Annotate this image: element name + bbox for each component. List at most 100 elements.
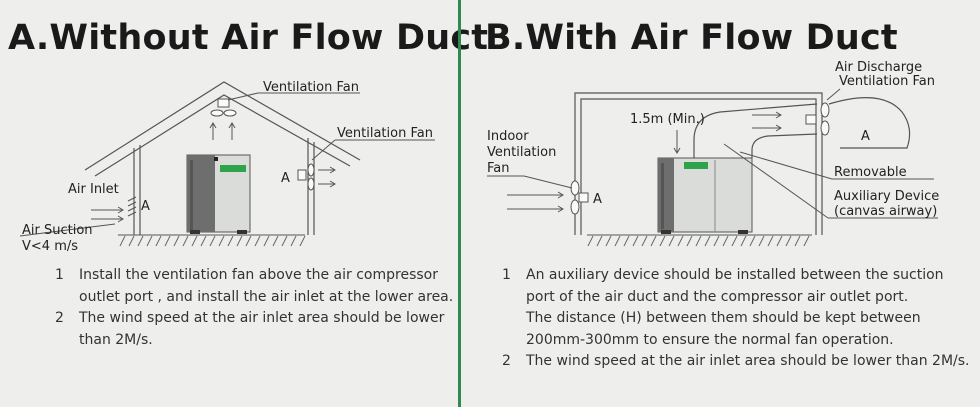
label-indoor: Indoor [487,129,529,144]
hatch-mark [659,235,666,247]
note-line: outlet port , and install the air inlet … [79,288,454,305]
note-line: The wind speed at the air inlet area sho… [526,353,970,369]
hatch-mark [641,235,648,247]
leader-auxiliary [723,143,829,219]
hatch-mark [677,235,684,247]
label-air-inlet: Air Inlet [68,182,119,197]
note-number: 2 [55,310,64,326]
hatch-mark [650,235,657,247]
label-min-distance: 1.5m (Min.) [630,112,705,127]
hatch-mark [218,235,225,247]
marker-a-indoor: A [593,192,602,207]
indoor-fan-icon [570,180,589,215]
marker-a-inlet: A [141,199,150,214]
hatch-mark [245,235,252,247]
note-number: 1 [55,267,64,283]
leader-side-fan [311,139,336,161]
discharge-outlet-duct [828,97,911,149]
duct-airflow-arrows [752,111,782,132]
brand-badge [220,165,246,172]
label-air-discharge-fan: Ventilation Fan [839,74,935,89]
label-auxiliary-device: Auxiliary Device [834,189,939,204]
note-line: port of the air duct and the compressor … [526,288,909,305]
hatch-mark [272,235,279,247]
hatch-mark [776,235,783,247]
ground-hatch-marks [587,235,810,247]
brand-badge [684,162,708,169]
diagram-without-duct: Ventilation Fan Ventilation Fan A [19,80,435,254]
panel-without-duct: A.Without Air Flow Duct Ventilation F [0,0,488,407]
note-line: than 2M/s. [79,331,153,348]
note-item: 2 The wind speed at the air inlet area s… [55,308,455,351]
label-ventilation-fan-side: Ventilation Fan [337,126,433,141]
hatch-mark [263,235,270,247]
hatch-mark [605,235,612,247]
label-indoor-ventilation: Ventilation [487,145,556,160]
hatch-mark [146,235,153,247]
air-compressor [186,154,251,234]
note-line: An auxiliary device should be installed … [526,267,944,283]
hatch-mark [794,235,801,247]
room-walls [574,92,823,235]
side-fan-icon [297,163,315,191]
leader-discharge-fan [826,88,841,101]
label-ventilation-fan-top: Ventilation Fan [263,80,359,95]
leader-indoor-fan [523,175,573,189]
air-inlet-grille-icon [127,196,137,217]
inlet-airflow-arrows [91,206,124,223]
note-line: The wind speed at the air inlet area sho… [79,310,445,326]
hatch-mark [191,235,198,247]
label-air-suction: Air Suction [22,223,93,238]
hatch-mark [137,235,144,247]
distance-arrow [673,130,681,154]
panel-b-title: B.With Air Flow Duct [485,18,898,58]
hatch-mark [254,235,261,247]
hatch-mark [803,235,810,247]
label-air-discharge: Air Discharge [835,60,922,75]
hatch-mark [767,235,774,247]
hatch-mark [731,235,738,247]
note-item: 2 The wind speed at the air inlet area s… [502,351,978,373]
hatch-mark [695,235,702,247]
leader-top-fan [227,92,259,101]
hatch-mark [164,235,171,247]
hatch-mark [614,235,621,247]
hatch-mark [596,235,603,247]
hatch-mark [209,235,216,247]
hatch-mark [299,235,306,247]
hatch-mark [587,235,594,247]
hatch-mark [173,235,180,247]
hatch-mark [623,235,630,247]
leader-removable [739,151,833,180]
hatch-mark [740,235,747,247]
marker-a-duct: A [861,129,870,144]
hatch-mark [236,235,243,247]
hatch-mark [281,235,288,247]
hatch-mark [290,235,297,247]
hatch-mark [200,235,207,247]
roof-fan-icon [210,98,237,117]
discharge-fan-icon [805,102,830,136]
panel-a-notes: 1 Install the ventilation fan above the … [55,265,455,351]
hatch-mark [632,235,639,247]
diagram-with-duct: A Air Discharge Ventilation Fan 1.5m (Mi… [487,60,939,247]
ground-hatch-marks [119,235,306,247]
panel-b-notes: 1 An auxiliary device should be installe… [502,265,978,373]
label-air-speed: V<4 m/s [22,239,78,254]
note-item: 1 An auxiliary device should be installe… [502,265,978,351]
marker-a-side: A [281,171,290,186]
hatch-mark [749,235,756,247]
hatch-mark [758,235,765,247]
hatch-mark [182,235,189,247]
hatch-mark [155,235,162,247]
panel-with-duct: B.With Air Flow Duct A Air Discharge Ven… [462,0,980,407]
label-canvas-airway: (canvas airway) [834,204,937,219]
leader-air-suction [19,223,116,237]
hatch-mark [128,235,135,247]
panel-a-title: A.Without Air Flow Duct [8,18,489,58]
note-line: Install the ventilation fan above the ai… [79,267,438,283]
label-removable: Removable [834,165,907,180]
panel-divider [458,0,461,407]
note-number: 1 [502,267,511,283]
hatch-mark [668,235,675,247]
